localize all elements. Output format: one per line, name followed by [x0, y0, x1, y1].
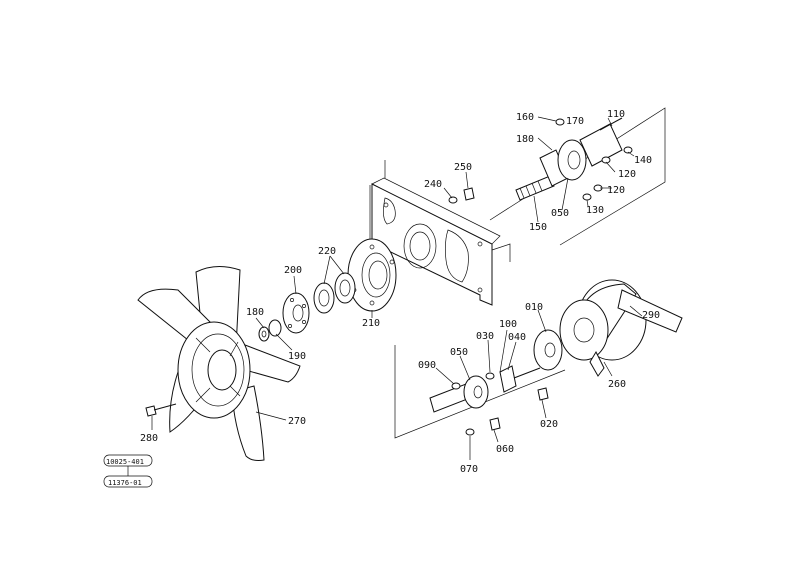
tensioner-assembly: [429, 365, 549, 436]
ref-code-top: 10025-401: [106, 458, 144, 466]
bracket-upper: [539, 117, 633, 201]
callout-030: 030: [476, 331, 494, 342]
idler-pulley-260: [559, 279, 683, 377]
callout-190: 190: [288, 351, 306, 362]
callout-010: 010: [525, 302, 543, 313]
callout-100: 100: [499, 319, 517, 330]
callout-130: 130: [586, 205, 604, 216]
callout-170: 170: [566, 116, 584, 127]
callout-050-upper: 050: [551, 208, 569, 219]
callout-180-upper: 180: [516, 134, 534, 145]
callout-050-lower: 050: [450, 347, 468, 358]
callout-150: 150: [529, 222, 547, 233]
callout-290: 290: [642, 310, 660, 321]
bolt-240-250: [448, 187, 475, 204]
lower-assembly-frame: [394, 345, 566, 439]
bolt-280: [145, 403, 177, 417]
callout-090: 090: [418, 360, 436, 371]
flange-210: [347, 238, 397, 312]
callout-240: 240: [424, 179, 442, 190]
shaft-150: [515, 175, 555, 201]
callout-180-lower: 180: [246, 307, 264, 318]
callout-140: 140: [634, 155, 652, 166]
pulley-plate-010: [533, 329, 563, 371]
hub-200: [282, 292, 310, 334]
callout-060: 060: [496, 444, 514, 455]
callout-260: 260: [608, 379, 626, 390]
fan-270: [137, 266, 301, 461]
callout-020: 020: [540, 419, 558, 430]
callout-120-a: 120: [618, 169, 636, 180]
callout-040: 040: [508, 332, 526, 343]
callout-210: 210: [362, 318, 380, 329]
reference-codes: 10025-401 11376-01: [103, 454, 153, 488]
leader-lines: [151, 116, 643, 460]
ref-code-bottom-box: [103, 475, 153, 488]
callout-220: 220: [318, 246, 336, 257]
ref-code-bottom: 11376-01: [108, 479, 142, 487]
callout-070: 070: [460, 464, 478, 475]
callout-200: 200: [284, 265, 302, 276]
callout-250: 250: [454, 162, 472, 173]
bearings-220: [313, 272, 356, 314]
callout-120-b: 120: [607, 185, 625, 196]
callout-labels: 160 170 110 180 140 120 120 250 240 050 …: [140, 109, 660, 475]
callout-280: 280: [140, 433, 158, 444]
nut-washer-180-190: [258, 319, 282, 342]
callout-110: 110: [607, 109, 625, 120]
mounting-plate: [371, 177, 511, 306]
callout-270: 270: [288, 416, 306, 427]
callout-160: 160: [516, 112, 534, 123]
